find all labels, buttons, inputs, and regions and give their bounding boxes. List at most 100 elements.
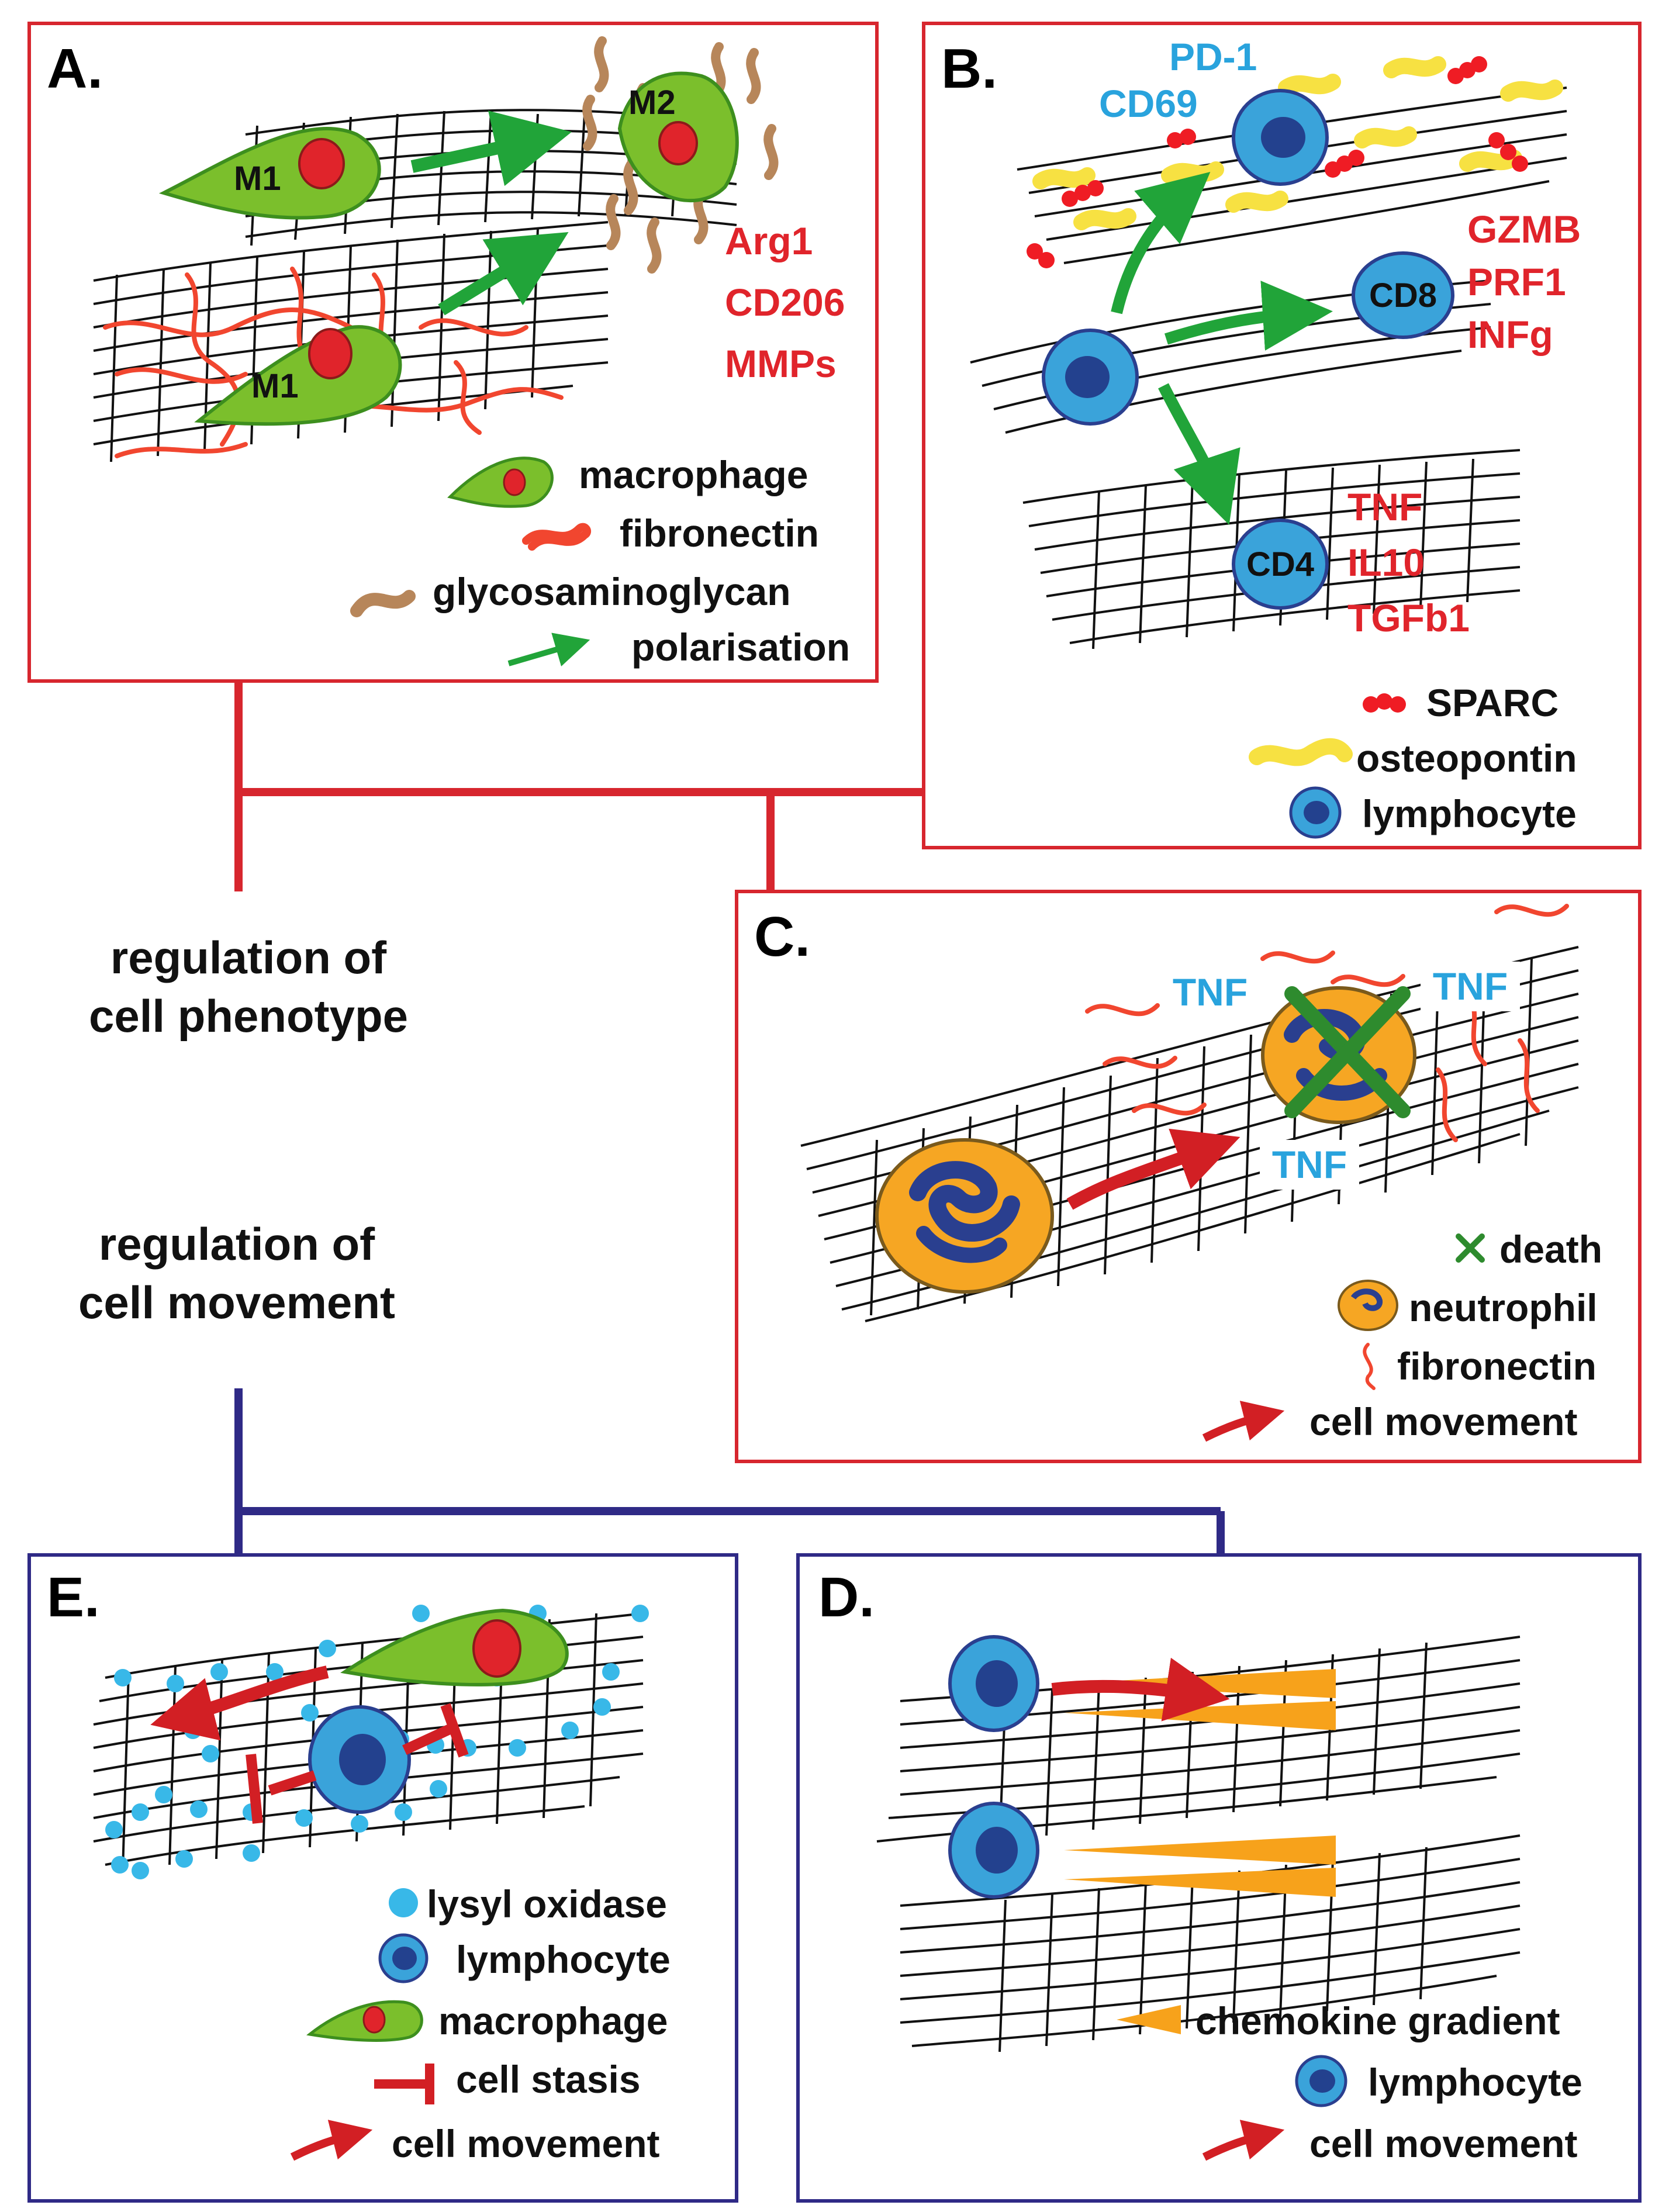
marker-il10: IL10 (1347, 541, 1425, 584)
legend-macrophage: macrophage (438, 1999, 668, 2042)
neutrophil-moving (875, 1138, 1054, 1294)
m2-label: M2 (628, 84, 676, 122)
marker-prf1: PRF1 (1467, 260, 1566, 303)
polarisation-arrows (410, 110, 572, 316)
legend-cell-stasis: cell stasis (456, 2058, 641, 2101)
tnf-label-1: TNF (1173, 970, 1248, 1014)
tnf-labels: TNF TNF TNF (1160, 962, 1520, 1190)
cell-movement-arrow (1051, 1657, 1230, 1722)
cell-movement-arrow (150, 1665, 329, 1741)
panel-a-legend: macrophage fibronectin glycosaminoglycan… (350, 453, 850, 669)
panel-c: C. (754, 904, 1602, 1443)
marker-arg1: Arg1 (725, 219, 813, 262)
tnf-label-2: TNF (1433, 965, 1508, 1008)
polarisation-icon (507, 633, 590, 666)
macrophage-m2: M2 (617, 71, 739, 202)
marker-mmps: MMPs (725, 342, 837, 385)
panel-b: B. (941, 35, 1581, 839)
differentiation-arrows (1111, 171, 1333, 525)
legend-lymphocyte: lymphocyte (1362, 792, 1577, 835)
panel-b-legend: SPARC osteopontin lymphocyte (1249, 681, 1577, 839)
lymphocyte-top (1232, 89, 1329, 186)
sparc-cluster (1027, 56, 1528, 268)
panel-e: E. (47, 1566, 671, 2165)
cell-movement-icon (290, 2120, 373, 2161)
m1-bottom-label: M1 (251, 367, 299, 405)
movement-label-line2: cell movement (78, 1277, 395, 1328)
legend-chemokine-gradient: chemokine gradient (1195, 1999, 1560, 2042)
tnf-label-3: TNF (1272, 1143, 1347, 1186)
phenotype-label-line2: cell phenotype (89, 990, 408, 1042)
cell-movement-icon (1202, 1401, 1285, 1442)
lymphocyte-icon (378, 1933, 429, 1983)
legend-lymphocyte: lymphocyte (1368, 2061, 1582, 2104)
legend-polarisation: polarisation (631, 625, 850, 669)
legend-cell-movement: cell movement (392, 2122, 660, 2165)
glycosaminoglycan-fibres (582, 36, 779, 274)
lymphocyte-d-bottom (948, 1802, 1039, 1899)
macrophage-icon (447, 457, 554, 508)
panel-e-letter: E. (47, 1566, 100, 1629)
marker-infg: INFg (1467, 313, 1553, 356)
legend-glycosaminoglycan: glycosaminoglycan (433, 570, 791, 613)
legend-cell-movement: cell movement (1309, 1400, 1578, 1443)
osteopontin-icon (1249, 738, 1353, 766)
death-icon (1456, 1233, 1485, 1263)
cd8-label: CD8 (1369, 276, 1437, 314)
lymphocyte-d-top (948, 1635, 1039, 1732)
neutrophil-dying (1261, 986, 1416, 1124)
chemokine-gradient-icon (1117, 2005, 1181, 2034)
cell-stasis-symbols (246, 1703, 469, 1824)
m1-top-label: M1 (234, 160, 281, 198)
legend-osteopontin: osteopontin (1356, 737, 1577, 780)
marker-tgfb1: TGFb1 (1347, 596, 1470, 640)
panel-e-legend: lysyl oxidase lymphocyte macrophage cell… (290, 1882, 671, 2165)
legend-fibronectin: fibronectin (620, 511, 819, 555)
fibronectin-icon (522, 523, 592, 551)
marker-tnf: TNF (1347, 485, 1422, 528)
cell-stasis-icon (374, 2064, 434, 2104)
panel-a-letter: A. (47, 37, 103, 100)
panel-c-legend: death neutrophil fibronectin cell moveme… (1202, 1228, 1602, 1443)
marker-cd206: CD206 (725, 281, 845, 324)
cell-movement-icon (1202, 2120, 1285, 2161)
lymphocyte-icon (1289, 786, 1342, 839)
phenotype-connectors (234, 681, 924, 891)
cell-movement-arrow (1066, 1128, 1240, 1210)
osteopontin-cluster (1032, 56, 1563, 230)
panel-b-letter: B. (941, 37, 997, 100)
marker-pd1: PD-1 (1169, 35, 1257, 78)
fibronectin-fibres (1085, 904, 1569, 1142)
glycosaminoglycan-icon (350, 590, 416, 617)
legend-neutrophil: neutrophil (1409, 1286, 1598, 1329)
death-cross-icon (1284, 986, 1411, 1118)
phenotype-label-line1: regulation of (110, 932, 387, 983)
movement-label-line1: regulation of (99, 1218, 375, 1270)
lymphocyte-cd8: CD8 (1352, 251, 1454, 339)
lymphocyte-cd4: CD4 (1232, 519, 1329, 610)
movement-connectors (234, 1388, 1225, 1555)
panel-d: D. (818, 1566, 1582, 2165)
lysyl-oxidase-icon (389, 1888, 418, 1917)
macrophage-m1-bottom: M1 (194, 325, 402, 426)
macrophage-icon (306, 2000, 423, 2042)
legend-cell-movement: cell movement (1309, 2122, 1578, 2165)
legend-death: death (1499, 1228, 1602, 1271)
lymphocyte-naive (1042, 329, 1139, 426)
ecm-mesh (970, 87, 1567, 649)
legend-lysyl-oxidase: lysyl oxidase (427, 1882, 667, 1926)
neutrophil-icon (1338, 1280, 1398, 1331)
panel-d-letter: D. (818, 1566, 875, 1629)
cd4-label: CD4 (1246, 545, 1314, 583)
legend-fibronectin: fibronectin (1397, 1345, 1597, 1388)
macrophage-e (340, 1608, 569, 1686)
lymphocyte-icon (1295, 2055, 1347, 2107)
marker-cd69: CD69 (1099, 82, 1198, 125)
legend-macrophage: macrophage (579, 453, 808, 496)
panel-a: A. (47, 36, 850, 669)
fibronectin-icon (1363, 1343, 1376, 1390)
lymphocyte-e (308, 1705, 411, 1814)
legend-sparc: SPARC (1426, 681, 1559, 724)
macrophage-m1-top: M1 (158, 127, 381, 220)
